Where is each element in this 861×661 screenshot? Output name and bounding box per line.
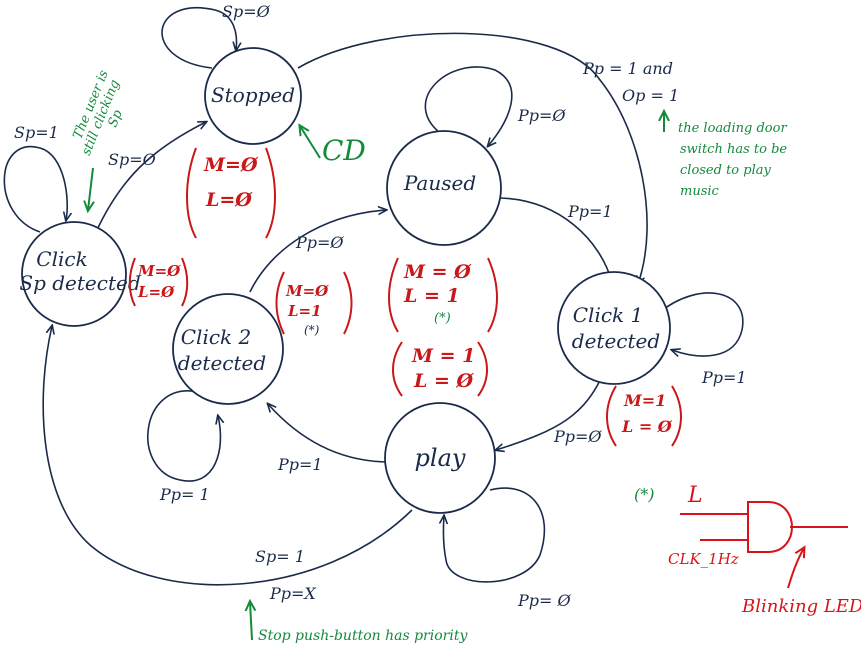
arc-paused-to-click1	[499, 197, 612, 282]
arc-paused-self	[424, 66, 513, 146]
gate-mark: (*)	[634, 485, 654, 504]
gate-input-l: L	[687, 483, 703, 508]
loading-door-note-4: music	[680, 184, 720, 199]
output-play-m: M = 1	[411, 345, 475, 367]
outputs-click1: M=1 L = Ø	[606, 385, 682, 447]
state-stopped-label: Stopped	[211, 83, 295, 107]
label-play-to-click2: Pp=1	[277, 455, 323, 474]
arc-play-self	[443, 487, 546, 583]
state-click2: Click 2 detected	[172, 293, 284, 405]
outputs-clicksp: M=Ø L=Ø	[128, 257, 189, 307]
output-click2-m: M=Ø	[285, 282, 329, 300]
label-paused-self: Pp=Ø	[517, 106, 566, 125]
arc-clicksp-self	[3, 145, 67, 233]
output-stopped-m: M=Ø	[203, 154, 259, 176]
arc-click2-self	[147, 390, 221, 482]
gate-input-clk: CLK_1Hz	[668, 550, 739, 568]
label-paused-to-click1: Pp=1	[567, 202, 613, 221]
output-click2-mark: (*)	[304, 323, 320, 337]
state-click-sp: Click Sp detected	[19, 221, 141, 327]
state-click2-label-1: Click 2	[181, 325, 252, 349]
note-user-clicking: The user is still clicking Sp	[71, 68, 127, 158]
output-stopped-l: L=Ø	[205, 189, 253, 211]
state-click-sp-label-2: Sp detected	[19, 271, 140, 295]
output-click1-l: L = Ø	[621, 417, 673, 436]
label-play-self: Pp= Ø	[517, 591, 572, 610]
state-play-label: play	[415, 444, 466, 472]
arc-play-to-click2	[268, 404, 391, 463]
arc-stopped-to-click1	[297, 32, 648, 284]
state-click1: Click 1 detected	[557, 271, 671, 385]
state-paused-label: Paused	[403, 171, 476, 195]
outputs-paused: M = Ø L = 1 (*)	[388, 257, 498, 333]
output-paused-m: M = Ø	[403, 261, 472, 283]
label-click2-self: Pp= 1	[159, 485, 210, 504]
arc-clicksp-to-stopped	[95, 122, 206, 233]
output-paused-l: L = 1	[403, 285, 460, 307]
state-stopped: Stopped	[204, 47, 302, 145]
and-gate-group: (*) L CLK_1Hz Blinking LED	[634, 483, 861, 617]
state-paused: Paused	[386, 130, 502, 246]
output-play-l: L = Ø	[413, 370, 475, 392]
state-play: play	[384, 402, 496, 514]
cd-label: CD	[322, 134, 366, 167]
blinking-led-label: Blinking LED	[741, 596, 861, 617]
label-clicksp-self: Sp=1	[14, 123, 59, 142]
outputs-click2: M=Ø L=1 (*)	[275, 271, 353, 337]
output-click1-m: M=1	[623, 391, 666, 410]
label-click1-self: Pp=1	[701, 368, 747, 387]
state-click1-label-2: detected	[572, 329, 660, 353]
arc-click1-self	[659, 292, 744, 356]
output-paused-mark: (*)	[434, 311, 451, 326]
arc-play-to-clicksp	[42, 326, 413, 586]
and-gate-body	[747, 501, 793, 553]
label-play-to-clicksp-2: Pp=X	[269, 584, 316, 603]
outputs-stopped: M=Ø L=Ø	[186, 147, 276, 239]
blinking-led-arrow	[787, 548, 804, 589]
loading-door-note-1: the loading door	[678, 121, 787, 136]
arc-stopped-self	[161, 7, 237, 69]
cd-arrow	[300, 126, 321, 159]
state-click1-label-1: Click 1	[573, 303, 644, 327]
label-stopped-self: Sp=Ø	[222, 2, 271, 21]
arc-click1-to-play	[496, 371, 605, 450]
arc-click2-to-paused	[249, 210, 386, 293]
loading-door-note-2: switch has to be	[680, 142, 787, 157]
note-user-clicking-arrow	[88, 167, 93, 210]
label-clicksp-to-stopped: Sp=Ø	[108, 150, 157, 169]
stop-priority-arrow	[250, 602, 252, 641]
output-clicksp-l: L=Ø	[137, 283, 175, 301]
output-clicksp-m: M=Ø	[137, 262, 181, 280]
label-stopped-to-click1-1: Pp = 1 and	[582, 59, 673, 78]
label-click1-to-play: Pp=Ø	[553, 427, 602, 446]
loading-door-note-3: closed to play	[680, 163, 771, 178]
outputs-play: M = 1 L = Ø	[392, 341, 488, 397]
stop-priority-note: Stop push-button has priority	[258, 628, 468, 644]
output-click2-l: L=1	[287, 302, 322, 320]
note-user-clicking-3: Sp	[106, 107, 127, 129]
label-play-to-clicksp-1: Sp= 1	[255, 547, 305, 566]
label-stopped-to-click1-2: Op = 1	[622, 86, 679, 105]
label-click2-to-paused: Pp=Ø	[295, 233, 344, 252]
state-click2-label-2: detected	[178, 351, 266, 375]
state-click-sp-label-1: Click	[36, 247, 87, 271]
